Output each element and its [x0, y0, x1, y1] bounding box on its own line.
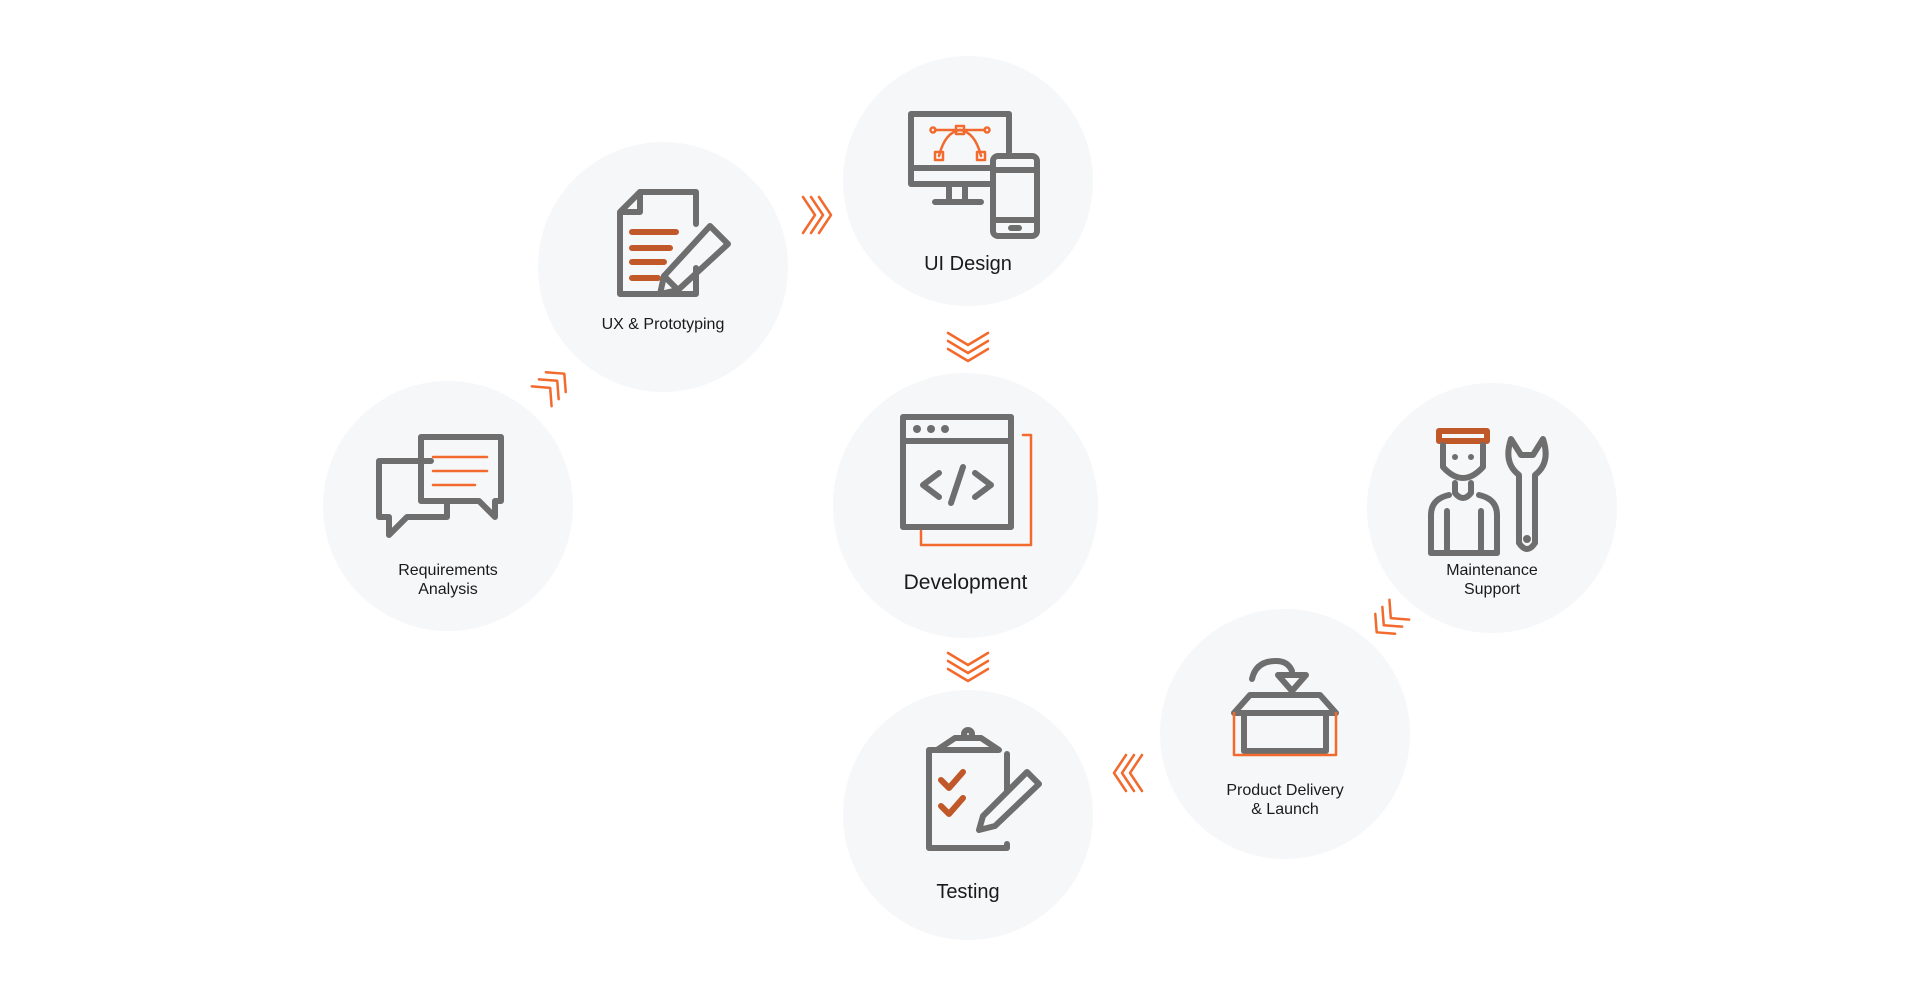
label-line-2: Analysis — [418, 581, 478, 599]
step-development: Development — [833, 373, 1098, 638]
step-label: Product Delivery & Launch — [1160, 781, 1410, 819]
chat-bubbles-icon — [376, 434, 504, 538]
code-window-icon — [900, 414, 1033, 547]
label-line-1: Product Delivery — [1226, 782, 1344, 799]
desktop-mobile-icon — [908, 111, 1040, 239]
step-label: Development — [833, 570, 1098, 595]
step-label: UX & Prototyping — [538, 315, 788, 334]
label-line-2: Support — [1463, 581, 1521, 599]
package-box-icon — [1231, 658, 1339, 757]
connector-delivery-to-testing — [1112, 753, 1144, 793]
step-label: Testing — [843, 880, 1093, 904]
label-line-1: Requirements — [398, 562, 498, 579]
connector-development-to-testing — [946, 651, 990, 683]
label-line-1: UI Design — [924, 253, 1012, 275]
step-label: UI Design — [843, 252, 1093, 276]
step-testing: Testing — [843, 690, 1093, 940]
step-ui-design: UI Design — [843, 56, 1093, 306]
connector-requirements-to-ux — [530, 371, 567, 408]
step-label: Requirements Analysis — [323, 561, 573, 599]
worker-wrench-icon — [1428, 428, 1549, 556]
step-ux-prototyping: UX & Prototyping — [538, 142, 788, 392]
step-label: Maintenance Support — [1367, 561, 1617, 599]
connector-maintenance-to-delivery — [1374, 598, 1411, 635]
document-pencil-icon — [617, 189, 731, 297]
step-product-delivery-launch: Product Delivery & Launch — [1160, 609, 1410, 859]
connector-ux-to-ui — [801, 195, 833, 235]
connector-ui-to-development — [946, 331, 990, 363]
step-maintenance-support: Maintenance Support — [1367, 383, 1617, 633]
label-line-1: Development — [903, 571, 1028, 594]
label-line-1: Maintenance — [1446, 562, 1538, 579]
label-line-1: Testing — [936, 881, 1000, 903]
clipboard-checklist-icon — [926, 727, 1042, 851]
label-line-2: & Launch — [1251, 801, 1319, 819]
step-requirements-analysis: Requirements Analysis — [323, 381, 573, 631]
label-line-1: UX & Prototyping — [601, 316, 725, 333]
